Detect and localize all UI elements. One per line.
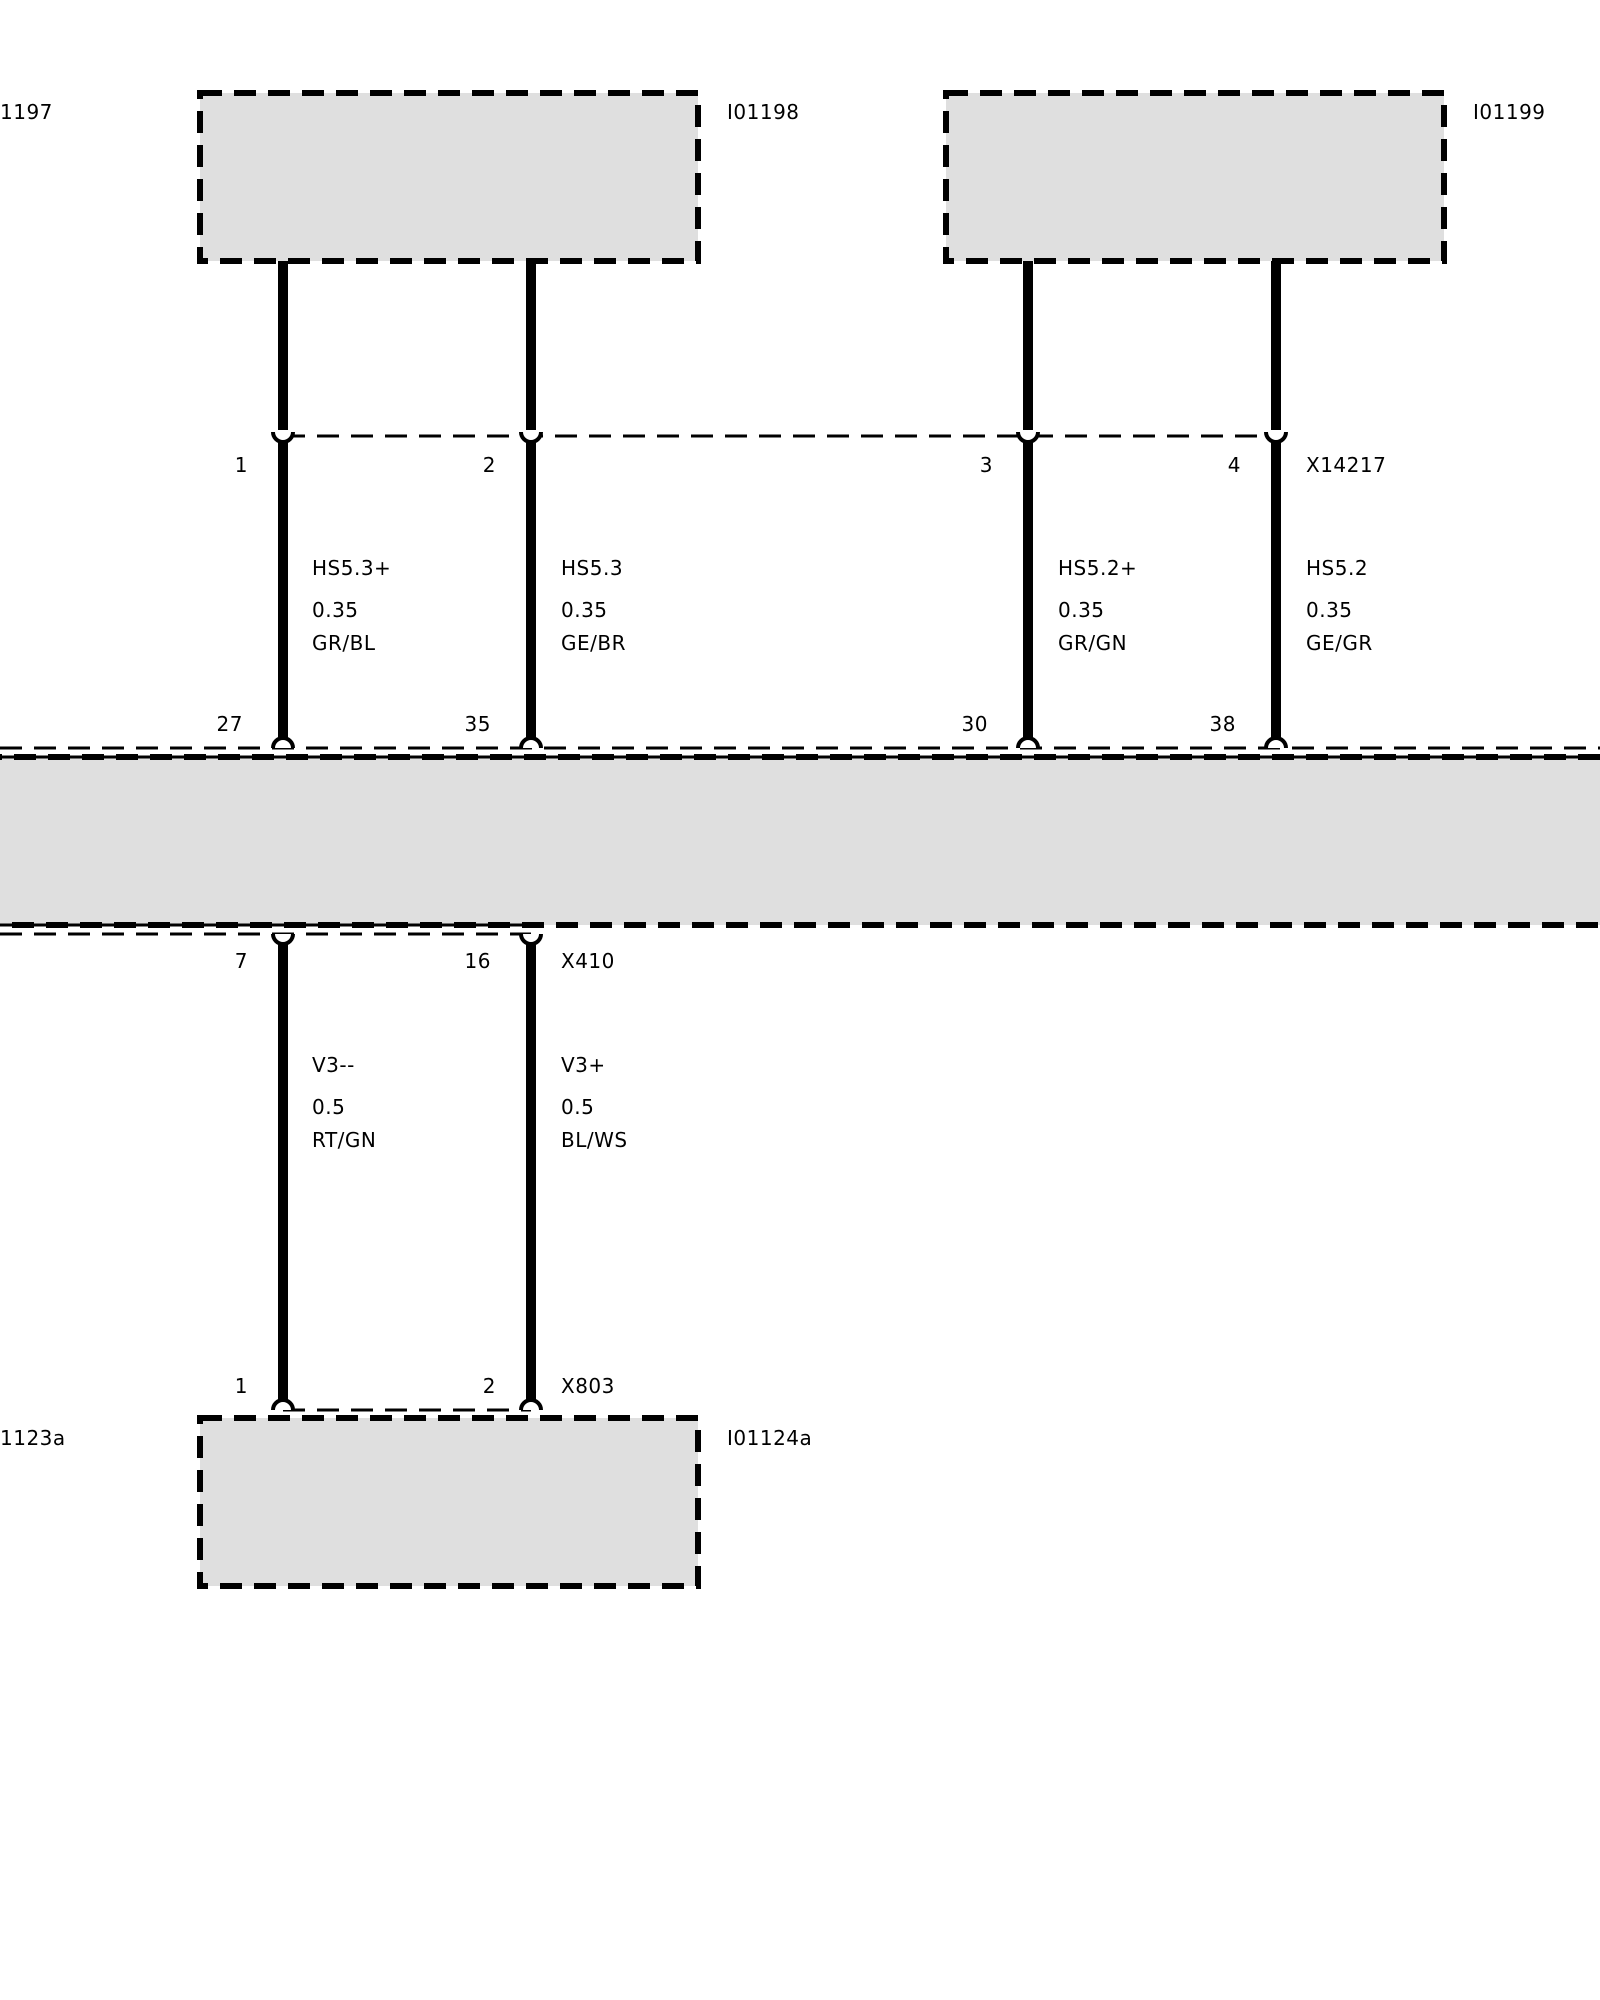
wire-size-label: 0.35 — [1306, 598, 1353, 622]
pin-number: 16 — [465, 949, 491, 973]
wire-signal-label: HS5.2 — [1306, 556, 1368, 580]
pin-terminal-35 — [519, 736, 543, 749]
wire-size-label: 0.35 — [312, 598, 359, 622]
pin-terminal-30 — [1016, 736, 1040, 749]
pin-terminal-7 — [271, 933, 295, 946]
wire-size-label: 0.35 — [1058, 598, 1105, 622]
wire-color-label: GR/GN — [1058, 631, 1127, 655]
wire-signal-label: HS5.3+ — [312, 556, 391, 580]
component-label-i01198: I01198 — [727, 100, 800, 124]
wire-color-label: BL/WS — [561, 1128, 628, 1152]
connector-label-x14217: X14217 — [1306, 453, 1386, 477]
central-module-box — [0, 754, 1600, 928]
wire-signal-label: V3+ — [561, 1053, 606, 1077]
wire-size-label: 0.5 — [312, 1095, 345, 1119]
pin-terminal-x14217-3 — [1016, 431, 1040, 444]
component-label-i01124a: I01124a — [727, 1426, 812, 1450]
pin-number: 38 — [1210, 712, 1236, 736]
wire-size-label: 0.5 — [561, 1095, 594, 1119]
pin-terminal-x14217-1 — [271, 431, 295, 444]
pin-terminal-x14217-4 — [1264, 431, 1288, 444]
pin-number: 35 — [465, 712, 491, 736]
pin-number: 27 — [217, 712, 243, 736]
wire-signal-label: HS5.2+ — [1058, 556, 1137, 580]
wire-color-label: GR/BL — [312, 631, 376, 655]
wire-color-label: GE/BR — [561, 631, 626, 655]
pin-terminal-27 — [271, 736, 295, 749]
pin-number: 30 — [962, 712, 988, 736]
component-label-1123a: 1123a — [0, 1426, 66, 1450]
connector-label-x803: X803 — [561, 1374, 615, 1398]
pin-number: 7 — [235, 949, 248, 973]
pin-terminal-x14217-2 — [519, 431, 543, 444]
pin-number: 2 — [483, 1374, 496, 1398]
wire-signal-label: HS5.3 — [561, 556, 623, 580]
wire-signal-label: V3-- — [312, 1053, 355, 1077]
wire-color-label: GE/GR — [1306, 631, 1373, 655]
pin-number: 4 — [1228, 453, 1241, 477]
module-box-i01199 — [943, 90, 1447, 264]
component-label-1197: 1197 — [0, 100, 53, 124]
pin-number: 3 — [980, 453, 993, 477]
pin-number: 2 — [483, 453, 496, 477]
module-box-i01198 — [197, 90, 701, 264]
pin-terminal-38 — [1264, 736, 1288, 749]
pin-terminal-x803-2 — [519, 1398, 543, 1411]
connector-label-x410: X410 — [561, 949, 615, 973]
pin-terminal-x803-1 — [271, 1398, 295, 1411]
module-box-i01124a — [197, 1415, 701, 1589]
wire-size-label: 0.35 — [561, 598, 608, 622]
pin-number: 1 — [235, 453, 248, 477]
pin-number: 1 — [235, 1374, 248, 1398]
component-label-i01199: I01199 — [1473, 100, 1546, 124]
wire-color-label: RT/GN — [312, 1128, 376, 1152]
pin-terminal-16 — [519, 933, 543, 946]
